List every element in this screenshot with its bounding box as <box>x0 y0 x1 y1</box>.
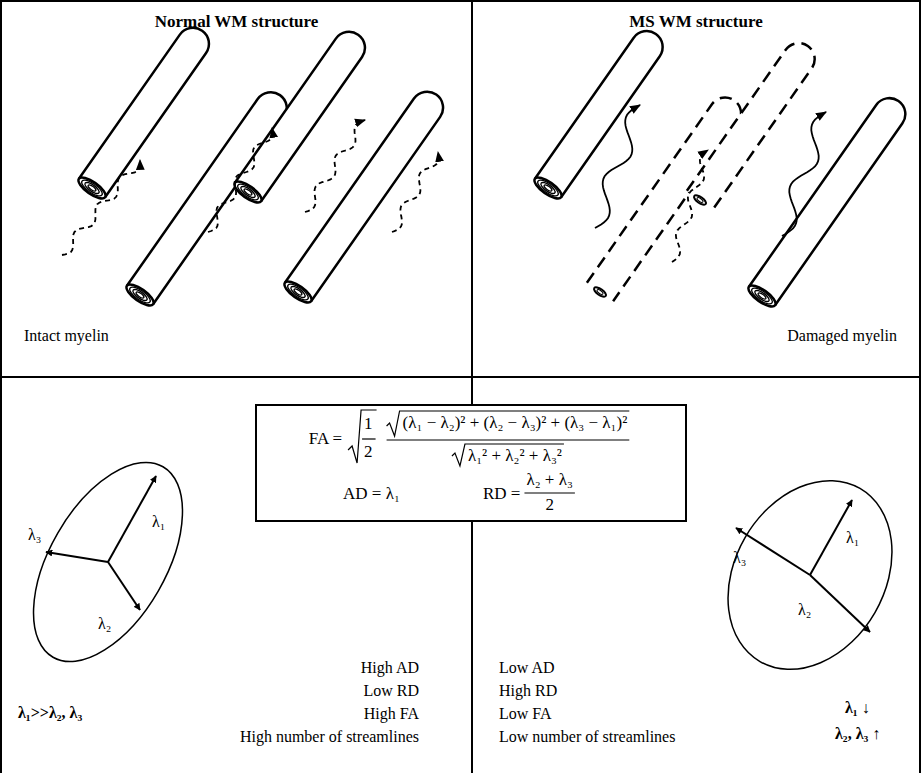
text-line: High number of streamlines <box>240 727 419 746</box>
myelin-sheath <box>587 91 747 301</box>
myelin-ring <box>79 177 104 199</box>
myelin-ring <box>127 284 152 306</box>
tensor-ellipse <box>695 451 921 699</box>
diffusion-path <box>208 128 273 232</box>
formula-text: λ₂ + λ₃ <box>526 470 572 490</box>
formula-text: RD = <box>483 484 520 504</box>
myelin-sheath <box>687 37 821 209</box>
axon-end <box>281 278 314 306</box>
formula-text: 2 <box>364 442 373 462</box>
axon-end <box>123 281 156 309</box>
text-line: Damaged myelin <box>787 326 897 345</box>
axon-cylinder <box>531 25 668 202</box>
myelin-ring <box>539 181 556 196</box>
math-stroke <box>524 492 574 493</box>
text-line: Low number of streamlines <box>499 727 675 746</box>
axon-cylinder <box>123 86 293 309</box>
math-stroke <box>387 439 630 440</box>
eigen-label: λ₂ <box>798 600 811 619</box>
formula-text: (λ₁ − λ₂)² + (λ₂ − λ₃)² + (λ₃ − λ₁)² <box>403 413 628 433</box>
panel-title: MS WM structure <box>473 12 919 32</box>
math-stroke <box>362 438 376 439</box>
eigen-relation: λ₁ ↓ <box>845 698 870 717</box>
formula-box: FA = 1 2 (λ₁ − λ₂)² + (λ₂ − λ₃)² + (λ₃ − λ₁… <box>255 404 687 522</box>
tensor-ellipse <box>3 438 213 687</box>
text-line: High RD <box>499 681 557 700</box>
myelin-ring <box>135 291 145 299</box>
math-stroke <box>348 410 377 463</box>
text-line: Low AD <box>499 658 555 677</box>
text-line: High FA <box>364 704 419 723</box>
text-line: High AD <box>361 658 419 677</box>
diffusion-path <box>62 160 140 255</box>
myelin-sheath <box>749 92 912 305</box>
axon-cylinder <box>75 22 215 203</box>
formula-text: FA = <box>309 429 342 449</box>
text-line: Low RD <box>363 681 419 700</box>
myelin-sheath <box>285 85 449 301</box>
axon-end <box>531 174 564 202</box>
eigen-arrow <box>46 552 108 562</box>
axon-end <box>693 194 708 207</box>
myelin-ring <box>83 181 100 196</box>
text-line: Intact myelin <box>24 326 109 345</box>
eigen-arrow <box>108 562 140 610</box>
myelin-ring <box>535 177 560 199</box>
myelin-sheath <box>79 22 215 198</box>
myelin-ring <box>131 288 148 303</box>
eigen-relation: λ₂, λ₃ ↑ <box>835 724 880 743</box>
myelin-ring <box>757 292 767 300</box>
myelin-ring <box>293 288 303 296</box>
diffusion-path <box>392 152 439 232</box>
axon-end <box>596 289 603 295</box>
myelin-ring <box>753 289 770 304</box>
eigen-label: λ₃ <box>28 525 41 544</box>
myelin-sheath <box>127 86 293 304</box>
myelin-ring <box>239 185 256 200</box>
eigen-label: λ₂ <box>98 614 111 633</box>
eigen-label: λ₁ <box>846 528 859 547</box>
myelin-ring <box>749 285 774 307</box>
formula-text: 1 <box>364 414 373 434</box>
eigen-label: λ₁ <box>152 512 165 531</box>
math-stroke <box>387 411 630 436</box>
eigen-arrow <box>736 528 810 575</box>
text-line: Low FA <box>499 704 552 723</box>
panel: Normal WM structureIntact myelin <box>0 0 473 378</box>
diffusion-path <box>305 120 365 212</box>
myelin-sheath <box>535 25 669 197</box>
myelin-ring <box>543 184 553 192</box>
panel: MS WM structureDamaged myelin <box>471 0 921 378</box>
axon-cylinder <box>685 37 821 212</box>
myelin-ring <box>87 184 97 192</box>
formula-text: AD = λ₁ <box>343 484 400 504</box>
axon-end <box>593 286 608 299</box>
axon-cylinder <box>745 92 911 310</box>
eigen-relation: λ₁>>λ₂, λ₃ <box>18 703 82 722</box>
myelin-ring <box>289 285 306 300</box>
axon-cylinder <box>585 91 747 303</box>
myelin-ring <box>243 188 253 196</box>
axon-cylinder <box>231 26 371 207</box>
axon-end <box>75 174 108 202</box>
panel-title: Normal WM structure <box>2 12 471 32</box>
formula-text: 2 <box>545 495 554 515</box>
myelin-ring <box>235 181 260 203</box>
myelin-sheath <box>235 26 371 202</box>
math-stroke <box>452 444 564 466</box>
eigen-arrow <box>810 575 870 632</box>
eigen-arrow <box>108 476 156 562</box>
diffusion-path <box>672 150 708 262</box>
axon-end <box>745 282 778 310</box>
diffusion-path <box>782 112 826 236</box>
axon-end <box>696 197 703 203</box>
eigen-label: λ₃ <box>733 548 746 567</box>
diffusion-path <box>595 105 640 228</box>
eigen-arrow <box>810 500 852 575</box>
axon-cylinder <box>281 85 449 306</box>
formula-text: λ₁² + λ₂² + λ₃² <box>468 446 562 466</box>
myelin-ring <box>285 281 310 303</box>
